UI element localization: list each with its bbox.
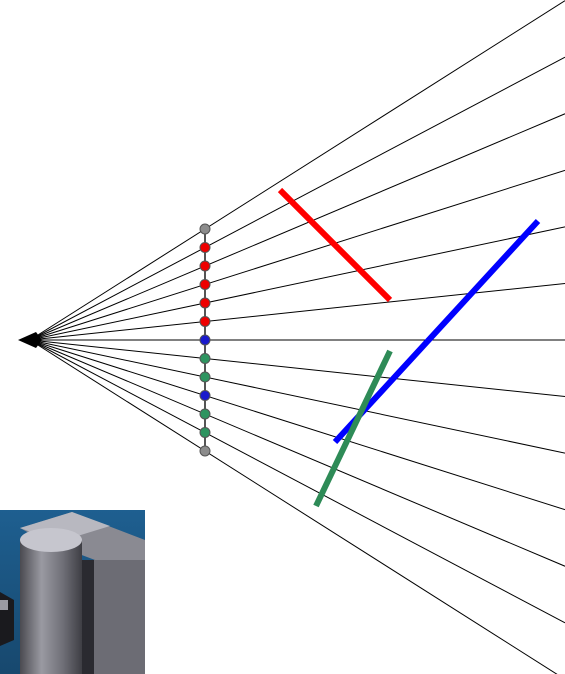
view-ray: [29, 339, 565, 567]
sample-dot-green: [199, 427, 211, 438]
sample-dot-green: [199, 371, 211, 383]
screen-samples: [199, 223, 211, 457]
sample-dot-red: [199, 260, 211, 272]
view-rays: [29, 0, 565, 674]
sample-dot-red: [199, 297, 211, 309]
view-ray: [29, 339, 565, 454]
sample-dot-green: [199, 408, 211, 420]
view-ray: [29, 339, 565, 511]
view-ray: [29, 339, 558, 674]
sample-dot-red: [199, 279, 211, 290]
green-segment: [313, 349, 393, 508]
sample-dot-green: [199, 353, 211, 364]
rendered-scene-thumbnail: [0, 510, 145, 674]
view-ray: [29, 226, 565, 341]
sample-dot-blue: [199, 334, 211, 346]
view-ray: [29, 0, 565, 341]
view-ray: [29, 113, 565, 341]
view-ray: [29, 339, 565, 624]
sample-dot-red: [199, 316, 211, 327]
sample-dot-none: [199, 445, 211, 457]
sample-dot-red: [199, 242, 211, 253]
sample-dot-none: [199, 223, 211, 235]
red-segment: [277, 187, 393, 303]
blue-segment: [332, 218, 541, 445]
view-ray: [29, 56, 565, 341]
view-ray: [29, 282, 565, 341]
eye-point-icon: [18, 332, 42, 348]
sample-dot-blue: [199, 390, 211, 401]
view-ray: [29, 169, 565, 341]
view-ray: [29, 339, 565, 398]
